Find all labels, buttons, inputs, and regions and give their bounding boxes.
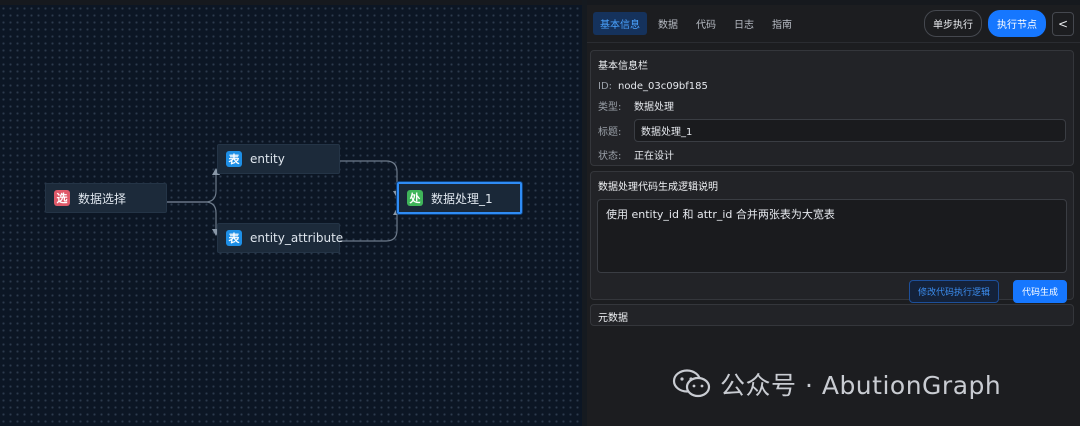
process-tag-icon: 处 <box>407 190 423 206</box>
data-processing-node[interactable]: 处 数据处理_1 <box>397 182 522 214</box>
flow-edges <box>165 160 401 242</box>
title-label: 标题: <box>598 126 622 138</box>
table-tag-icon: 表 <box>226 230 242 246</box>
status-label: 状态: <box>598 151 622 162</box>
basic-info-title: 基本信息栏 <box>598 61 648 72</box>
node-label: 数据处理_1 <box>431 191 493 206</box>
node-detail-panel: 基本信息 数据 代码 日志 指南 单步执行 执行节点 < 基本信息栏 ID: n… <box>587 0 1080 426</box>
tab-code[interactable]: 代码 <box>696 20 716 31</box>
node-label: entity <box>250 152 285 166</box>
id-value: node_03c09bf185 <box>618 80 708 92</box>
logic-textarea[interactable]: 使用 entity_id 和 attr_id 合并两张表为大宽表 <box>597 199 1067 273</box>
tab-data[interactable]: 数据 <box>658 20 678 31</box>
panel-toolbar: 基本信息 数据 代码 日志 指南 单步执行 执行节点 < <box>587 5 1080 43</box>
metadata-card[interactable]: 元数据 <box>590 304 1074 326</box>
status-row: 状态: 正在设计 <box>591 143 1073 166</box>
type-row: 类型: 数据处理 <box>591 94 1073 117</box>
status-value: 正在设计 <box>634 151 674 162</box>
panel-tabs: 基本信息 数据 代码 日志 指南 <box>593 12 918 35</box>
node-label: entity_attribute <box>250 231 344 245</box>
id-label: ID: <box>598 80 613 92</box>
id-row: ID: node_03c09bf185 <box>591 78 1073 94</box>
data-select-node[interactable]: 选 数据选择 <box>45 183 167 213</box>
table-tag-icon: 表 <box>226 151 242 167</box>
tab-guide[interactable]: 指南 <box>772 20 792 31</box>
watermark-text: 公众号 · AbutionGraph <box>720 371 1002 400</box>
logic-actions: 修改代码执行逻辑 代码生成 <box>591 273 1073 309</box>
basic-info-card: 基本信息栏 ID: node_03c09bf185 类型: 数据处理 标题: 数… <box>590 50 1074 166</box>
watermark: 公众号 · AbutionGraph <box>672 366 1001 402</box>
tab-basic-info[interactable]: 基本信息 <box>593 12 647 35</box>
tab-log[interactable]: 日志 <box>734 20 754 31</box>
select-tag-icon: 选 <box>54 190 70 206</box>
title-row: 标题: 数据处理_1 <box>591 117 1073 143</box>
modify-logic-button[interactable]: 修改代码执行逻辑 <box>908 280 999 303</box>
panel-resize-handle[interactable] <box>582 0 587 426</box>
title-input[interactable]: 数据处理_1 <box>634 118 1066 142</box>
type-value: 数据处理 <box>634 102 674 113</box>
run-node-button[interactable]: 执行节点 <box>988 10 1046 37</box>
entity-node[interactable]: 表 entity <box>217 144 340 174</box>
logic-card: 数据处理代码生成逻辑说明 使用 entity_id 和 attr_id 合并两张… <box>590 171 1074 303</box>
metadata-title: 元数据 <box>598 313 628 324</box>
logic-title: 数据处理代码生成逻辑说明 <box>598 182 718 193</box>
flow-canvas[interactable]: 选 数据选择 表 entity 表 entity_attribute 处 数据处… <box>0 0 582 426</box>
type-label: 类型: <box>598 102 622 113</box>
entity-attribute-node[interactable]: 表 entity_attribute <box>217 223 344 253</box>
node-label: 数据选择 <box>78 191 127 206</box>
wechat-icon <box>672 369 711 398</box>
step-run-button[interactable]: 单步执行 <box>924 10 982 37</box>
collapse-panel-button[interactable]: < <box>1052 11 1074 36</box>
generate-code-button[interactable]: 代码生成 <box>1012 280 1067 303</box>
